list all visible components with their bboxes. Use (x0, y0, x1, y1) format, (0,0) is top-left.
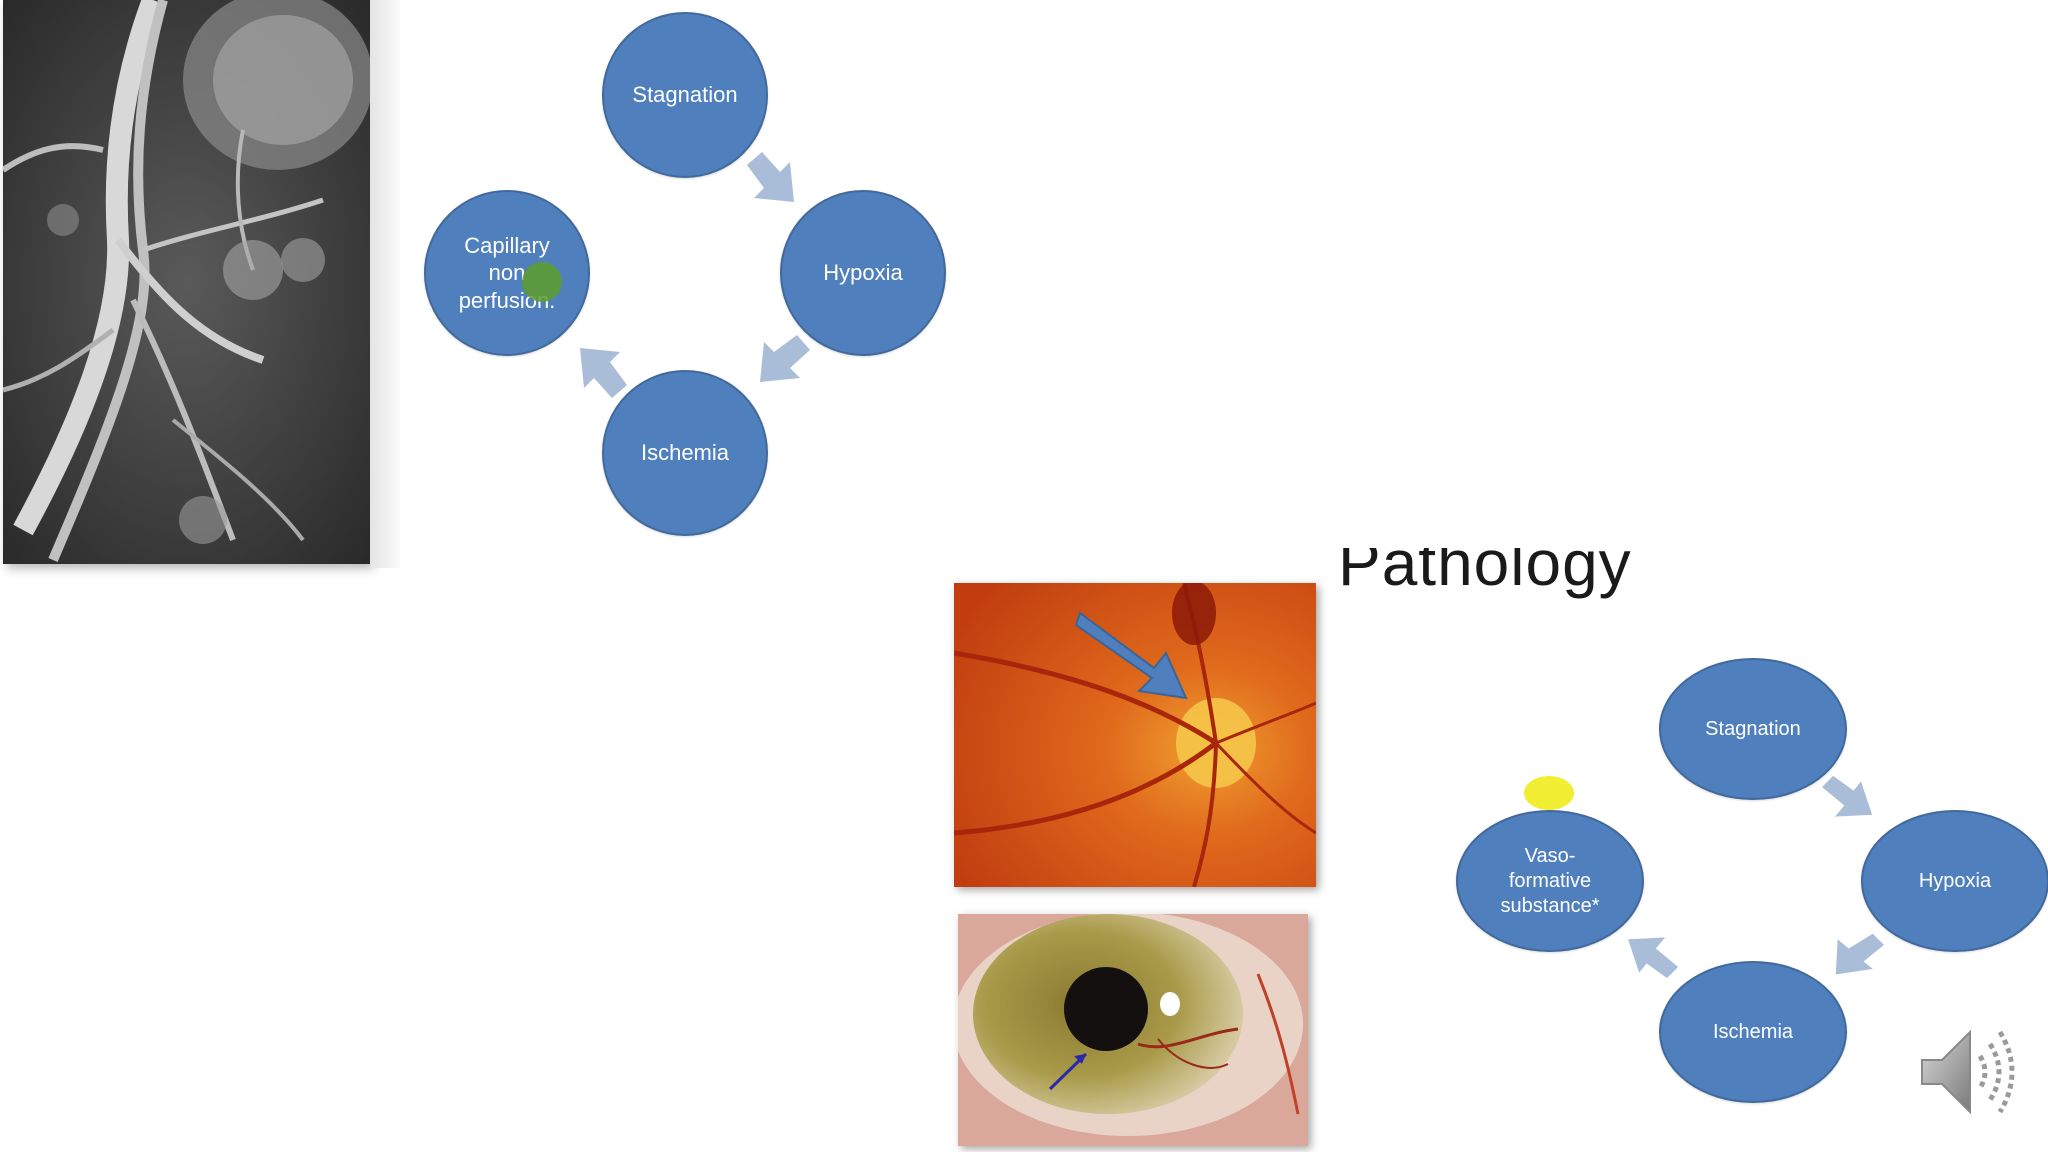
node-label: Ischemia (1712, 1020, 1794, 1043)
node-label: Hypoxia (1918, 869, 1992, 892)
cycle-arrow-icon (760, 335, 810, 382)
image-frame (370, 0, 400, 568)
node-label: Stagnation (632, 82, 738, 108)
laser-pointer-icon (1524, 776, 1574, 810)
slide-heading: Pathology (1338, 548, 1738, 608)
node-stagnation: Stagnation (1659, 658, 1847, 800)
node-label: Ischemia (640, 440, 730, 466)
node-label: Vaso- formative substance* (1500, 844, 1600, 917)
fundus-photo (954, 583, 1316, 887)
node-hypoxia: Hypoxia (1861, 810, 2048, 952)
cycle-arrow-icon (747, 152, 794, 202)
iris-photo (958, 914, 1308, 1146)
speaker-icon[interactable] (1918, 1022, 2022, 1122)
cycle-arrow-icon (1822, 775, 1873, 817)
heading-text: Pathology (1338, 548, 1632, 599)
node-label: Hypoxia (823, 260, 903, 286)
fluorescein-angiogram-image (3, 0, 370, 564)
cycle-arrow-icon (580, 348, 627, 398)
node-capillary-non-perfusion: Capillary non perfusion. (424, 190, 590, 356)
cycle-arrow-icon (1628, 937, 1679, 979)
node-ischemia: Ischemia (1659, 961, 1847, 1103)
node-label: Stagnation (1705, 717, 1801, 740)
node-stagnation: Stagnation (602, 12, 768, 178)
cycle-arrow-icon (1835, 933, 1884, 975)
laser-pointer-icon (522, 262, 562, 302)
node-vaso-formative-substance: Vaso- formative substance* (1456, 810, 1644, 952)
node-hypoxia: Hypoxia (780, 190, 946, 356)
node-ischemia: Ischemia (602, 370, 768, 536)
